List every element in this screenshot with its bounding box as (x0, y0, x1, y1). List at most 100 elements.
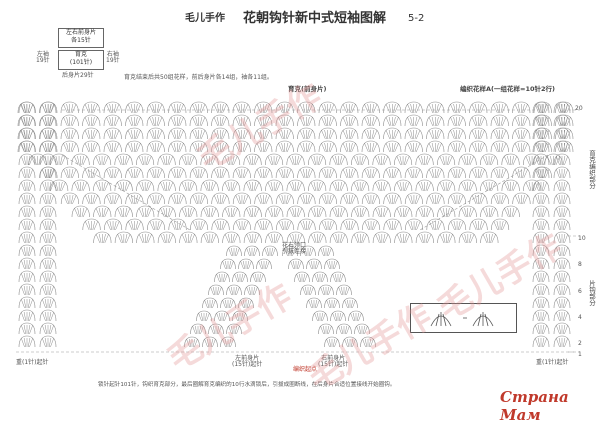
fan-motif (254, 114, 273, 127)
fan-motif (469, 166, 488, 179)
fan-motif (60, 127, 79, 140)
fan-motif (532, 231, 550, 244)
fan-motif (532, 218, 550, 231)
fan-motif (553, 309, 571, 322)
fan-motif (297, 192, 316, 205)
fan-motif (214, 271, 230, 283)
fan-motif (265, 231, 284, 244)
fan-motif (437, 153, 456, 166)
fan-motif (28, 153, 47, 166)
fan-motif (458, 231, 477, 244)
fan-motif (308, 179, 327, 192)
fan-motif (254, 140, 273, 153)
fan-motif (553, 283, 571, 296)
fan-motif (360, 336, 376, 348)
fan-motif (318, 284, 334, 296)
fan-motif (297, 218, 316, 231)
fan-motif (103, 127, 122, 140)
fan-motif (340, 140, 359, 153)
stitch-grid (17, 101, 574, 348)
fan-motif (232, 166, 251, 179)
right-chain-label: 重(1针)起针 (536, 359, 569, 366)
fan-motif (168, 140, 187, 153)
fan-motif (179, 179, 198, 192)
fan-motif (71, 179, 90, 192)
fan-motif (222, 205, 241, 218)
schematic-right-sleeve-sub: 19针 (106, 57, 120, 64)
fan-motif (361, 127, 380, 140)
fan-motif (157, 205, 176, 218)
fan-motif (82, 140, 101, 153)
fan-motif (532, 270, 550, 283)
fan-motif (404, 114, 423, 127)
fan-motif (480, 205, 499, 218)
fan-motif (190, 218, 209, 231)
fan-motif (469, 114, 488, 127)
fan-motif (553, 270, 571, 283)
fan-motif (469, 140, 488, 153)
fan-motif (340, 218, 359, 231)
fan-motif (490, 166, 509, 179)
fan-motif (405, 218, 424, 231)
fan-motif (60, 114, 79, 127)
fan-motif (532, 244, 550, 257)
fan-motif (18, 270, 36, 283)
fan-motif (39, 179, 57, 192)
fan-motif (415, 231, 434, 244)
header-brand: 毛儿手作 (185, 13, 225, 24)
fan-motif (232, 127, 251, 140)
fan-motif (501, 153, 520, 166)
fan-motif (39, 205, 57, 218)
fan-motif (308, 205, 327, 218)
fan-motif (189, 101, 208, 114)
fan-motif (254, 127, 273, 140)
fan-motif (415, 153, 434, 166)
fan-motif (244, 245, 260, 257)
fan-motif (336, 323, 352, 335)
fan-motif (60, 101, 79, 114)
fan-motif (232, 271, 248, 283)
fan-motif (447, 140, 466, 153)
fan-motif (415, 205, 434, 218)
fan-motif (103, 101, 122, 114)
fan-motif (104, 218, 123, 231)
fan-motif (553, 101, 571, 114)
fan-motif (286, 205, 305, 218)
fan-motif (361, 114, 380, 127)
fan-motif (226, 245, 242, 257)
fan-motif (82, 218, 101, 231)
fan-motif (39, 101, 57, 114)
fan-motif (553, 166, 571, 179)
fan-motif (168, 114, 187, 127)
fan-motif (294, 271, 310, 283)
row-number-20: 20 (575, 105, 583, 112)
fan-motif (372, 153, 391, 166)
fan-motif (318, 127, 337, 140)
fan-motif (458, 179, 477, 192)
fan-motif (532, 322, 550, 335)
fan-motif (254, 101, 273, 114)
fan-motif (342, 297, 358, 309)
fan-motif (200, 231, 219, 244)
fan-motif (426, 218, 445, 231)
schematic-left-sleeve-sub: 19针 (36, 57, 50, 64)
fan-motif (146, 192, 165, 205)
fan-motif (458, 153, 477, 166)
fan-motif (211, 218, 230, 231)
fan-motif (553, 322, 571, 335)
fan-motif (208, 323, 224, 335)
fan-motif (157, 153, 176, 166)
fan-motif (286, 179, 305, 192)
fan-motif (437, 179, 456, 192)
fan-motif (336, 284, 352, 296)
fan-motif (553, 335, 571, 348)
guide-line (61, 154, 191, 231)
row-number-8: 8 (578, 261, 582, 268)
fan-motif (222, 153, 241, 166)
fan-motif (553, 179, 571, 192)
fan-motif (211, 101, 230, 114)
fan-motif (39, 140, 57, 153)
fan-motif (297, 114, 316, 127)
fan-motif (211, 166, 230, 179)
fan-motif (329, 179, 348, 192)
